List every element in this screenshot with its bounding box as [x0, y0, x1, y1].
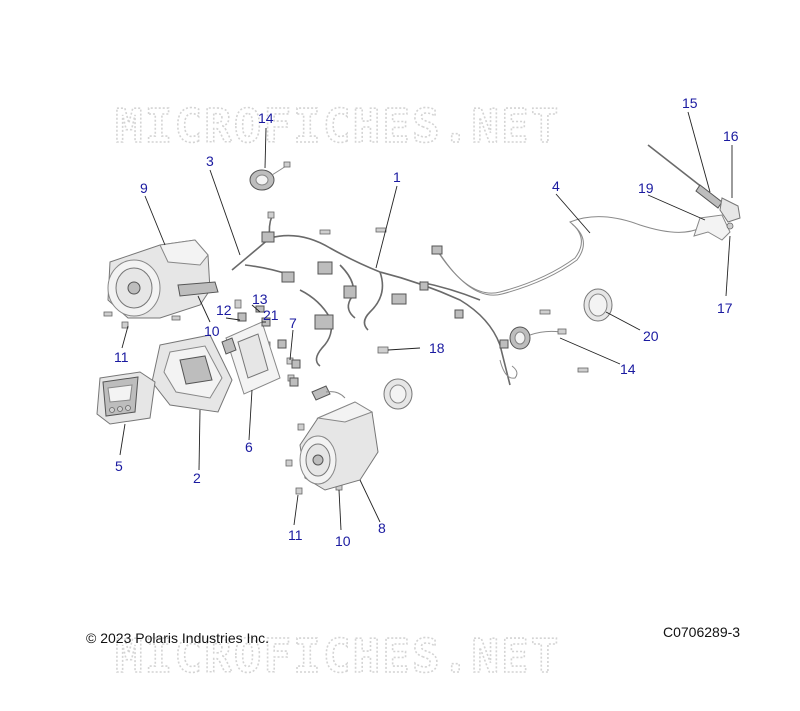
antenna-cable — [431, 216, 701, 296]
watermark-bottom: MICROFICHES.NET — [115, 629, 560, 683]
antenna-mast — [647, 144, 741, 241]
callout-14a: 14 — [258, 110, 274, 126]
callout-11b: 11 — [288, 527, 303, 543]
callout-18: 18 — [429, 340, 445, 356]
callout-1: 1 — [393, 169, 401, 185]
callout-6: 6 — [245, 439, 253, 455]
main-wire-harness — [231, 215, 518, 386]
callout-10b: 10 — [335, 533, 351, 549]
callout-12: 12 — [216, 302, 232, 318]
callout-16: 16 — [723, 128, 739, 144]
callout-3: 3 — [206, 153, 214, 169]
watermark-top: MICROFICHES.NET — [115, 99, 560, 153]
copyright-text: © 2023 Polaris Industries Inc. — [86, 630, 269, 646]
cover-plate-right — [583, 288, 613, 322]
tweeter-right — [509, 326, 567, 350]
callout-19: 19 — [638, 180, 654, 196]
tweeter-top — [249, 161, 291, 191]
cover-plate-center — [383, 378, 413, 410]
radio-head-unit — [96, 371, 156, 425]
callout-17: 17 — [717, 300, 733, 316]
callout-8: 8 — [378, 520, 386, 536]
callout-2: 2 — [193, 470, 201, 486]
callout-5: 5 — [115, 458, 123, 474]
callout-11a: 11 — [114, 349, 129, 365]
radio-bezel — [151, 334, 233, 413]
callout-4: 4 — [552, 178, 560, 194]
callout-7: 7 — [289, 315, 297, 331]
callout-13: 13 — [252, 291, 268, 307]
callout-10a: 10 — [204, 323, 220, 339]
speaker-pod-left — [107, 239, 219, 319]
diagram-code: C0706289-3 — [663, 624, 740, 640]
callout-14b: 14 — [620, 361, 636, 377]
callout-9: 9 — [140, 180, 148, 196]
radio-bracket — [221, 321, 281, 395]
callout-20: 20 — [643, 328, 659, 344]
callout-15: 15 — [682, 95, 698, 111]
callouts: 1 2 3 4 5 6 7 8 9 10 10 11 11 12 13 14 1… — [114, 95, 739, 549]
leader-lines — [119, 111, 733, 531]
callout-21: 21 — [263, 307, 279, 323]
speaker-pod-right — [299, 385, 379, 491]
